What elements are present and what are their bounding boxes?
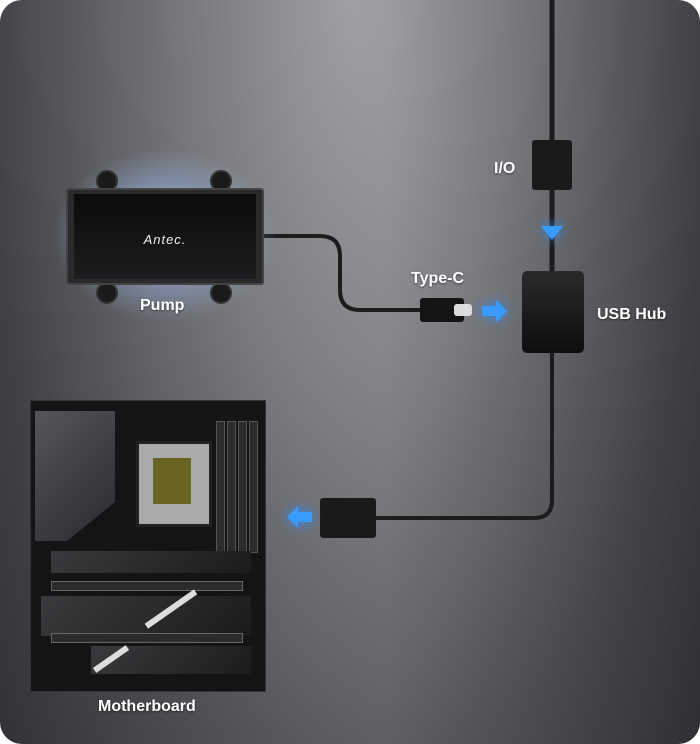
pump-cable [260,234,420,312]
type-c-label: Type-C [411,270,465,287]
io-label: I/O [494,160,516,177]
pump-screw [96,282,118,304]
motherboard-connector [320,498,376,538]
arrow-right-icon [482,300,507,322]
motherboard-image [30,400,266,692]
usb-c-connector [420,298,472,322]
hub-motherboard-cable [376,353,554,520]
motherboard-label: Motherboard [98,698,196,715]
pump-screw [210,282,232,304]
pump-screen: Antec. [74,194,256,279]
antec-logo: Antec. [143,232,187,247]
io-connector [532,140,572,190]
arrow-down-icon [541,226,563,240]
pump-label: Pump [140,297,185,314]
pump-device: Antec. [66,188,264,285]
arrow-left-icon [287,506,312,528]
usb-hub-label: USB Hub [597,306,667,323]
usb-hub-device [522,271,584,353]
